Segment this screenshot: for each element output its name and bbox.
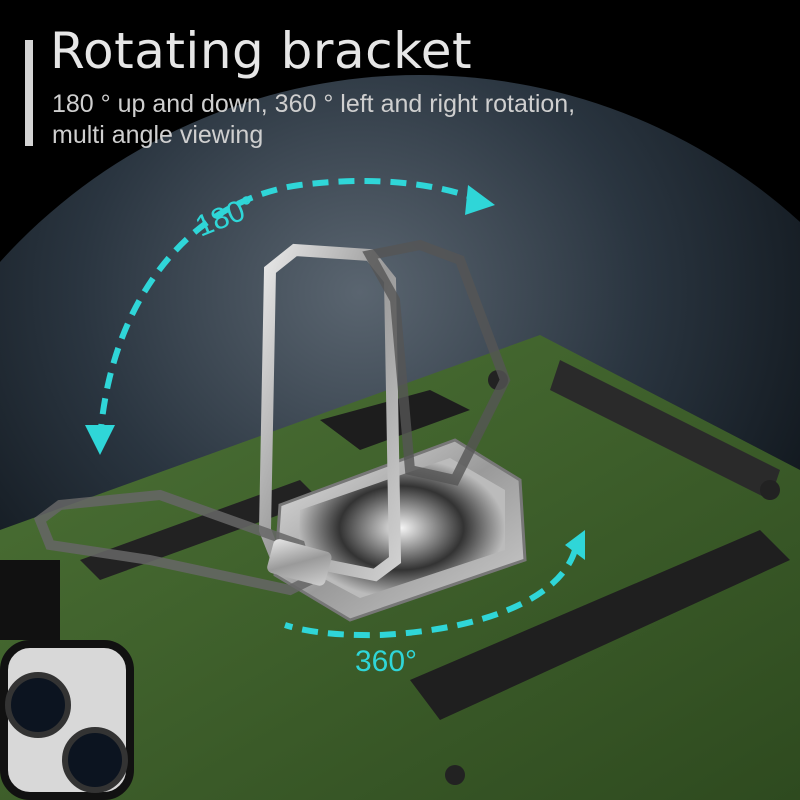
stand-disc — [298, 458, 505, 598]
label-360-degrees: 360° — [355, 645, 418, 678]
camera-lens — [62, 727, 128, 793]
slider-bar — [550, 360, 780, 500]
arc-180-arrow — [97, 177, 482, 441]
stand-hinge — [267, 539, 332, 586]
arc-360-arrow — [284, 549, 578, 639]
grip-strip-bottom — [410, 530, 790, 720]
subtitle-line-1: 180 ° up and down, 360 ° left and right … — [52, 90, 576, 118]
screw — [445, 765, 465, 785]
camera-slide-cover — [0, 560, 60, 640]
screw — [760, 480, 780, 500]
camera-lens — [5, 672, 71, 738]
arrowhead-icon — [565, 530, 585, 560]
arrowhead-icon — [85, 425, 115, 455]
arrowhead-icon — [465, 185, 495, 215]
stand-frame-tilted — [362, 239, 511, 486]
page-title: Rotating bracket — [50, 22, 473, 80]
title-accent-bar — [25, 40, 33, 146]
subtitle-line-2: multi angle viewing — [52, 121, 264, 149]
